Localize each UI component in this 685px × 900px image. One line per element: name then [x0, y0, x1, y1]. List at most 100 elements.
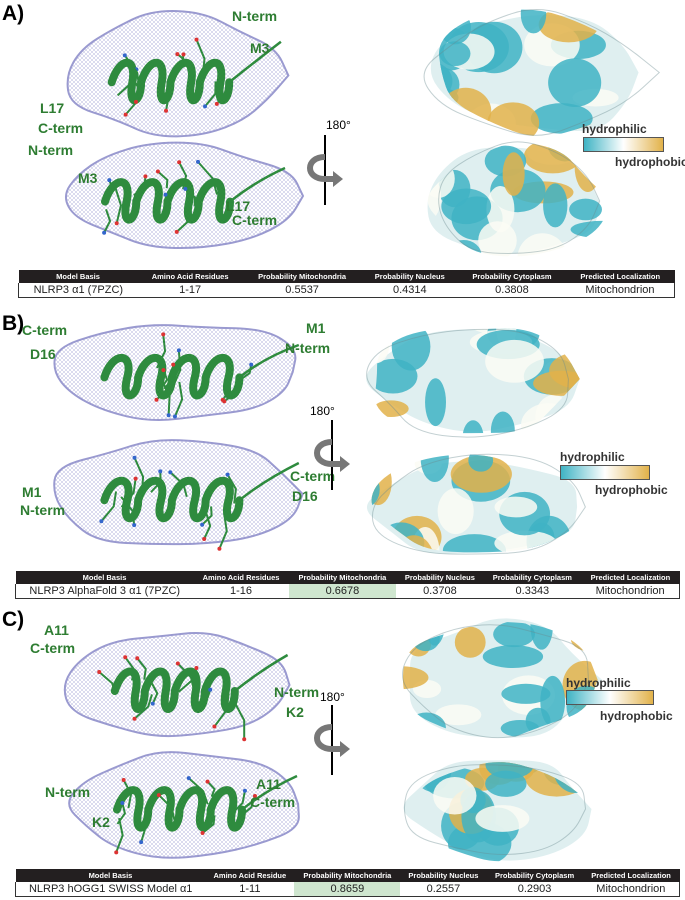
- column-header: Probability Nucleus: [361, 270, 458, 283]
- atom: [242, 737, 247, 742]
- atom: [181, 52, 186, 57]
- surface-patch: [570, 626, 598, 653]
- atom: [212, 724, 217, 729]
- atom: [132, 523, 137, 528]
- side-chain: [216, 80, 229, 105]
- table-cell: Mitochondrion: [565, 283, 675, 298]
- label-l17: L17: [226, 198, 251, 214]
- label-d16: D16: [30, 346, 56, 362]
- rotation-arc: [314, 724, 342, 752]
- surface-outline: [403, 764, 587, 855]
- side-chain: [133, 457, 145, 496]
- side-chain: [176, 53, 190, 72]
- label-m3: M3: [78, 170, 98, 186]
- label-c-term: C-term: [250, 794, 296, 810]
- side-chain: [115, 817, 124, 853]
- surface-patch: [632, 9, 653, 37]
- surface-c-top: [402, 618, 603, 741]
- table-cell: 0.2557: [400, 882, 487, 897]
- side-chain: [133, 79, 142, 103]
- side-chain: [105, 179, 114, 199]
- side-chain: [159, 87, 170, 111]
- side-chain: [150, 682, 159, 705]
- atom: [133, 476, 138, 481]
- atom: [202, 536, 207, 541]
- side-chain: [114, 186, 123, 224]
- hydropathy-color-bar: [560, 465, 650, 480]
- side-chain: [174, 381, 184, 417]
- surface-patch: [425, 378, 447, 427]
- atom: [161, 368, 166, 373]
- surface-patch: [490, 411, 515, 434]
- surface-patch: [549, 351, 580, 389]
- atom: [99, 519, 104, 524]
- surface-patch: [502, 152, 525, 196]
- atom: [114, 221, 119, 226]
- surface-patch: [433, 776, 477, 815]
- legend-hydrophobic: hydrophobic: [595, 483, 668, 497]
- side-chain: [204, 81, 217, 108]
- atom: [102, 230, 107, 235]
- label-c-term: C-term: [290, 468, 336, 484]
- atom: [123, 655, 128, 660]
- atom: [214, 101, 219, 106]
- surface-patch: [521, 403, 577, 434]
- surface-patch: [530, 103, 593, 134]
- label-n-term: N-term: [45, 784, 91, 800]
- surface-patch: [475, 805, 530, 832]
- surface-patch: [520, 9, 547, 34]
- side-chain: [161, 194, 170, 214]
- surface-patch: [437, 488, 474, 535]
- label-c-term: C-term: [30, 640, 76, 656]
- surface-c-bottom: [403, 760, 596, 862]
- side-chain: [157, 170, 169, 189]
- side-chain: [223, 381, 240, 403]
- hydropathy-color-bar: [566, 690, 654, 705]
- surface-patch: [485, 339, 544, 383]
- label-c-term: C-term: [38, 120, 84, 136]
- column-header: Probability Cytoplasm: [486, 869, 583, 882]
- side-chain: [201, 815, 216, 834]
- surface-patch: [402, 666, 429, 690]
- surface-patch: [411, 762, 432, 779]
- alpha-helix-ribbon: [113, 786, 246, 832]
- atom: [200, 522, 205, 527]
- label-n-term: N-term: [285, 340, 331, 356]
- panel-label-b: B): [2, 312, 25, 335]
- side-chain: [156, 334, 167, 369]
- side-chain: [201, 506, 213, 526]
- surface-outline: [438, 141, 601, 254]
- label-a11: A11: [44, 622, 69, 638]
- table-cell: NLRP3 AlphaFold 3 α1 (7PZC): [15, 584, 194, 599]
- surface-patch: [564, 718, 598, 741]
- surface-patch: [540, 675, 566, 727]
- side-chain: [188, 777, 209, 805]
- surface-patch: [555, 328, 580, 339]
- surface-patch: [486, 185, 515, 233]
- column-header: Amino Acid Residue: [205, 869, 295, 882]
- label-d16: D16: [292, 488, 318, 504]
- atom: [194, 37, 199, 42]
- label-m3: M3: [250, 40, 270, 56]
- surface-patch: [485, 762, 534, 779]
- legend-hydrophobic: hydrophobic: [600, 709, 673, 723]
- column-header: Probability Cytoplasm: [457, 270, 566, 283]
- atom: [132, 455, 137, 460]
- atom: [133, 99, 138, 104]
- terminal-coil: [238, 343, 300, 379]
- side-chain: [178, 161, 188, 190]
- side-chain: [122, 779, 133, 809]
- label-l17: L17: [40, 100, 65, 116]
- surface-patch: [523, 143, 582, 174]
- label-n-term: N-term: [20, 502, 66, 518]
- column-header: Model Basis: [15, 869, 206, 882]
- rotation-label: 180°: [310, 404, 335, 418]
- table-cell: 0.3708: [396, 584, 484, 599]
- side-chain: [226, 474, 237, 504]
- label-k2: K2: [92, 814, 110, 830]
- atom: [154, 397, 159, 402]
- atom: [132, 716, 137, 721]
